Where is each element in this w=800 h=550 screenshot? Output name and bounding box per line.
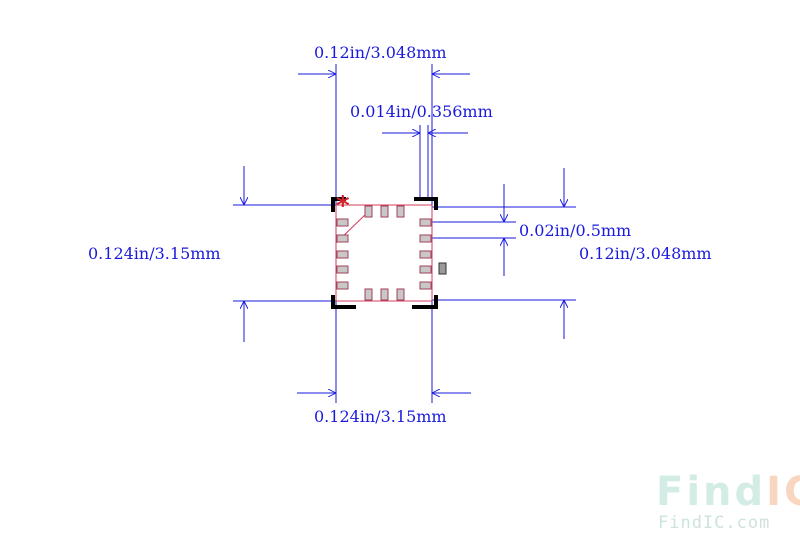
pad [419, 234, 432, 243]
pad [419, 265, 432, 274]
dimension-left-height [233, 166, 336, 342]
dimension-top-width [298, 64, 470, 205]
pads-right [419, 218, 432, 290]
pad [336, 250, 349, 259]
pad [336, 281, 349, 290]
pad [364, 205, 373, 218]
dim-label-top-width: 0.12in/3.048mm [314, 43, 447, 62]
pad [336, 218, 349, 227]
dim-label-pad-width: 0.014in/0.356mm [350, 102, 493, 121]
pad [336, 265, 349, 274]
pads-top [364, 205, 405, 218]
pad [336, 234, 349, 243]
silkscreen-corners [331, 197, 438, 309]
dim-label-pitch: 0.02in/0.5mm [519, 221, 631, 240]
dim-label-left-height: 0.124in/3.15mm [88, 244, 221, 263]
pad [364, 288, 373, 301]
pads-left [336, 218, 349, 290]
external-pad [438, 262, 447, 275]
pad [396, 288, 405, 301]
watermark-url: FindIC.com [658, 513, 771, 533]
pin1-marker: * [336, 191, 350, 221]
dimension-pitch [432, 184, 516, 276]
dimension-pad-width [382, 125, 468, 200]
dim-label-right-height: 0.12in/3.048mm [579, 244, 712, 263]
pad [419, 250, 432, 259]
pad [380, 205, 389, 218]
watermark-find: Find [656, 469, 767, 515]
watermark-ic: IC [766, 469, 800, 515]
dimension-bottom-width [297, 301, 471, 403]
package-body-outline [335, 204, 433, 302]
pad [419, 281, 432, 290]
pads-bottom [364, 288, 405, 301]
dim-label-bottom-width: 0.124in/3.15mm [314, 407, 447, 426]
pad [419, 218, 432, 227]
watermark-logo: FindIC [656, 472, 800, 512]
pad [380, 288, 389, 301]
pad [396, 205, 405, 218]
